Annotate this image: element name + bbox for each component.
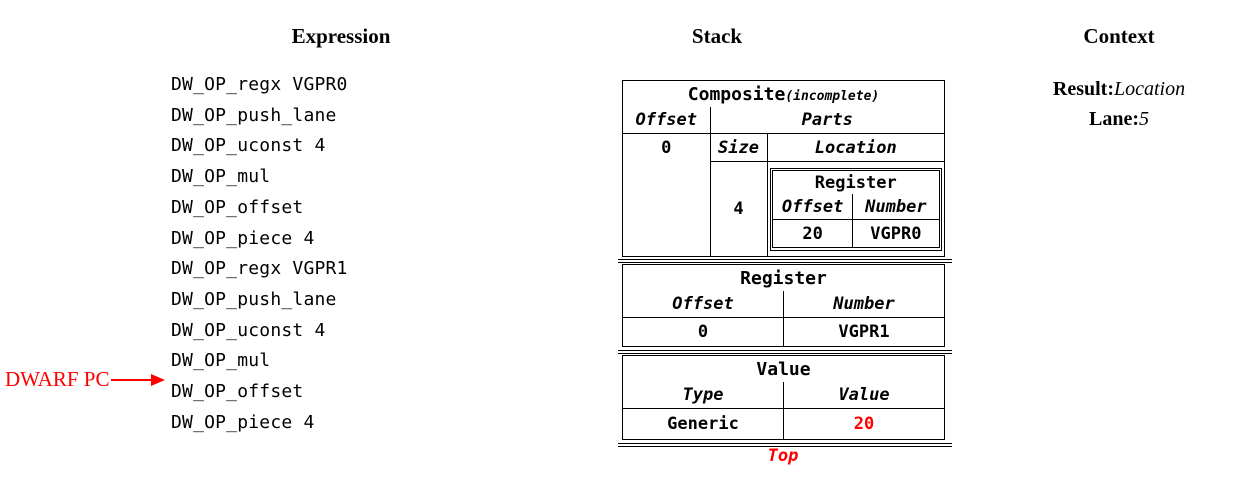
expression-item: DW_OP_offset xyxy=(171,196,304,218)
parts-subheader-row: Size Location xyxy=(710,134,944,162)
composite-offset-column: 0 xyxy=(623,134,711,256)
register-number-header: Number xyxy=(833,294,895,314)
expression-item: DW_OP_uconst 4 xyxy=(171,135,326,157)
value-value-row: Generic 20 xyxy=(623,409,944,439)
value-title: Value xyxy=(756,359,811,380)
stack-entry-register: Register Offset Number 0 VGPR1 xyxy=(622,264,945,347)
nested-register-box: Register Offset Number 20 VGPR0 xyxy=(769,167,942,251)
register-header-row: Offset Number xyxy=(623,291,944,318)
value-type-value: Generic xyxy=(623,409,784,439)
expression-item: DW_OP_piece 4 xyxy=(171,411,315,433)
expression-item: DW_OP_regx VGPR0 xyxy=(171,74,348,95)
parts-body-row: 4 Register Offset Number 20 xyxy=(711,162,945,256)
nested-register-offset-header: Offset xyxy=(773,194,854,219)
stack-separator xyxy=(618,259,952,264)
composite-incomplete-suffix: (incomplete) xyxy=(785,89,880,104)
expression-item-current-pc: DW_OP_offset xyxy=(171,381,304,403)
register-number-value: VGPR1 xyxy=(838,322,890,342)
register-offset-header: Offset xyxy=(623,291,784,317)
parts-size-header: Size xyxy=(711,134,768,161)
nested-register-number-value: VGPR0 xyxy=(870,223,922,244)
expression-item: DW_OP_uconst 4 xyxy=(171,319,326,341)
stack-column-header: Stack xyxy=(691,24,743,48)
value-value-header: Value xyxy=(838,385,890,405)
stack-top-label: Top xyxy=(767,446,799,466)
context-lane-line: Lane:5 xyxy=(1089,108,1149,131)
register-title: Register xyxy=(740,268,827,289)
dwarf-pc-label: DWARF PC xyxy=(5,367,110,391)
nested-register-number-header: Number xyxy=(865,196,927,217)
composite-body: 0 Size Location 4 Register Offset xyxy=(623,134,944,256)
value-value-value: 20 xyxy=(853,414,875,434)
expression-item: DW_OP_piece 4 xyxy=(171,227,315,249)
nested-register-offset-value: 20 xyxy=(773,220,854,247)
stack-entry-value: Value Type Value Generic 20 xyxy=(622,355,945,440)
stack-separator xyxy=(618,349,952,354)
nested-register-title: Register xyxy=(814,172,897,193)
composite-parts-column: Size Location 4 Register Offset Number xyxy=(710,134,945,256)
lane-label: Lane: xyxy=(1089,108,1139,130)
composite-parts-header: Parts xyxy=(801,110,853,130)
nested-register-value-row: 20 VGPR0 xyxy=(773,220,939,247)
nested-register-header-row: Offset Number xyxy=(773,194,939,220)
parts-location-header: Location xyxy=(814,137,897,158)
context-result-line: Result:Location xyxy=(1053,78,1185,101)
composite-offset-header: Offset xyxy=(623,107,711,133)
composite-title: Composite(incomplete) xyxy=(623,81,944,107)
context-column-header: Context xyxy=(1083,24,1155,48)
expression-item: DW_OP_regx VGPR1 xyxy=(171,258,348,280)
result-value: Location xyxy=(1113,78,1186,100)
arrow-line xyxy=(111,378,152,381)
result-label: Result: xyxy=(1052,78,1114,100)
expression-column-header: Expression xyxy=(291,24,391,48)
value-type-header: Type xyxy=(623,382,784,408)
value-header-row: Type Value xyxy=(623,382,944,409)
stack-separator xyxy=(618,443,952,448)
register-value-row: 0 VGPR1 xyxy=(623,318,944,346)
composite-offset-value: 0 xyxy=(661,137,672,158)
lane-value: 5 xyxy=(1139,108,1149,130)
composite-title-text: Composite xyxy=(687,84,786,105)
nested-register-inner: Register Offset Number 20 VGPR0 xyxy=(772,170,940,248)
expression-item: DW_OP_push_lane xyxy=(171,289,337,311)
dwarf-pc-annotation: DWARF PC xyxy=(5,367,166,391)
arrow-right-icon xyxy=(151,373,166,386)
parts-location-cell: Register Offset Number 20 VGPR0 xyxy=(768,162,945,256)
expression-item: DW_OP_push_lane xyxy=(171,104,337,126)
expression-item: DW_OP_mul xyxy=(171,166,271,188)
register-offset-value: 0 xyxy=(623,318,784,346)
composite-header-row: Offset Parts xyxy=(623,107,944,134)
stack-entry-composite: Composite(incomplete) Offset Parts 0 Siz… xyxy=(622,80,945,257)
expression-item: DW_OP_mul xyxy=(171,350,271,372)
parts-size-value: 4 xyxy=(711,162,768,256)
